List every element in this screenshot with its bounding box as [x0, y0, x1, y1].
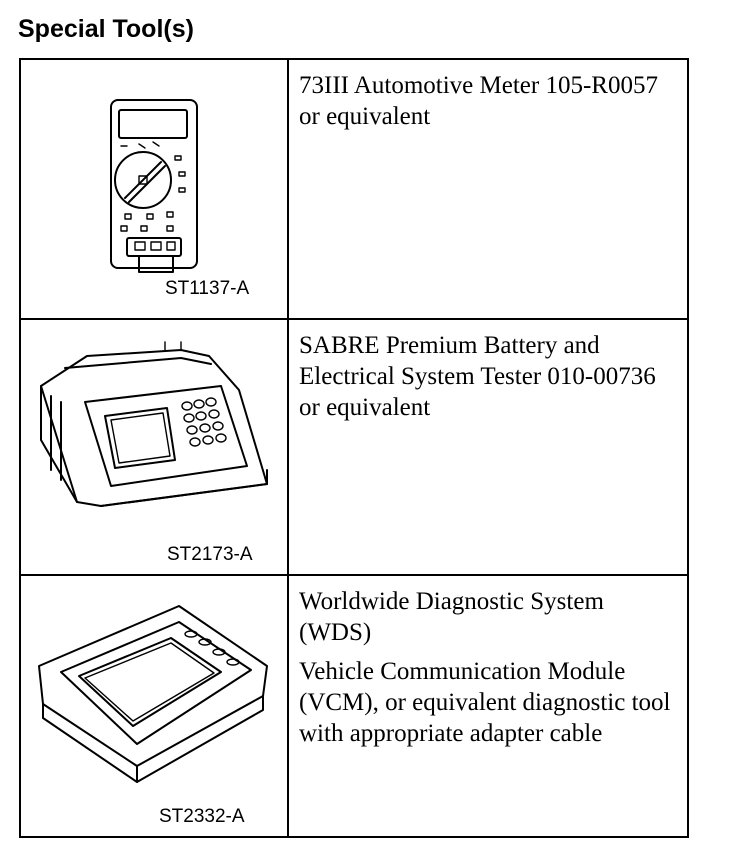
tool-description: Worldwide Diagnostic System (WDS)	[299, 588, 604, 646]
table-row: ST2332-A Worldwide Diagnostic System (WD…	[19, 574, 689, 838]
tool-code: ST2173-A	[167, 544, 253, 565]
section-heading: Special Tool(s)	[18, 15, 194, 43]
tool-description-cell: SABRE Premium Battery and Electrical Sys…	[287, 318, 689, 576]
tool-image-cell: ST1137-A	[19, 58, 289, 320]
tool-description: SABRE Premium Battery and Electrical Sys…	[299, 332, 656, 421]
table-row: ST2173-A SABRE Premium Battery and Elect…	[19, 318, 689, 576]
table-row: ST1137-A 73III Automotive Meter 105-R005…	[19, 58, 689, 320]
tool-code: ST1137-A	[165, 278, 250, 299]
tool-image-cell: ST2173-A	[19, 318, 289, 576]
tool-description-cell: Worldwide Diagnostic System (WDS) Vehicl…	[287, 574, 689, 838]
diagnostic-system-icon	[38, 605, 268, 783]
tool-description: Vehicle Communication Module (VCM), or e…	[299, 658, 671, 747]
special-tools-table: ST1137-A 73III Automotive Meter 105-R005…	[19, 58, 689, 838]
tool-description: 73III Automotive Meter 105-R0057 or equi…	[299, 72, 658, 130]
battery-tester-icon	[40, 341, 268, 507]
tool-image-cell: ST2332-A	[19, 574, 289, 838]
automotive-meter-icon	[110, 99, 198, 273]
tool-description-cell: 73III Automotive Meter 105-R0057 or equi…	[287, 58, 689, 320]
tool-code: ST2332-A	[159, 806, 245, 827]
